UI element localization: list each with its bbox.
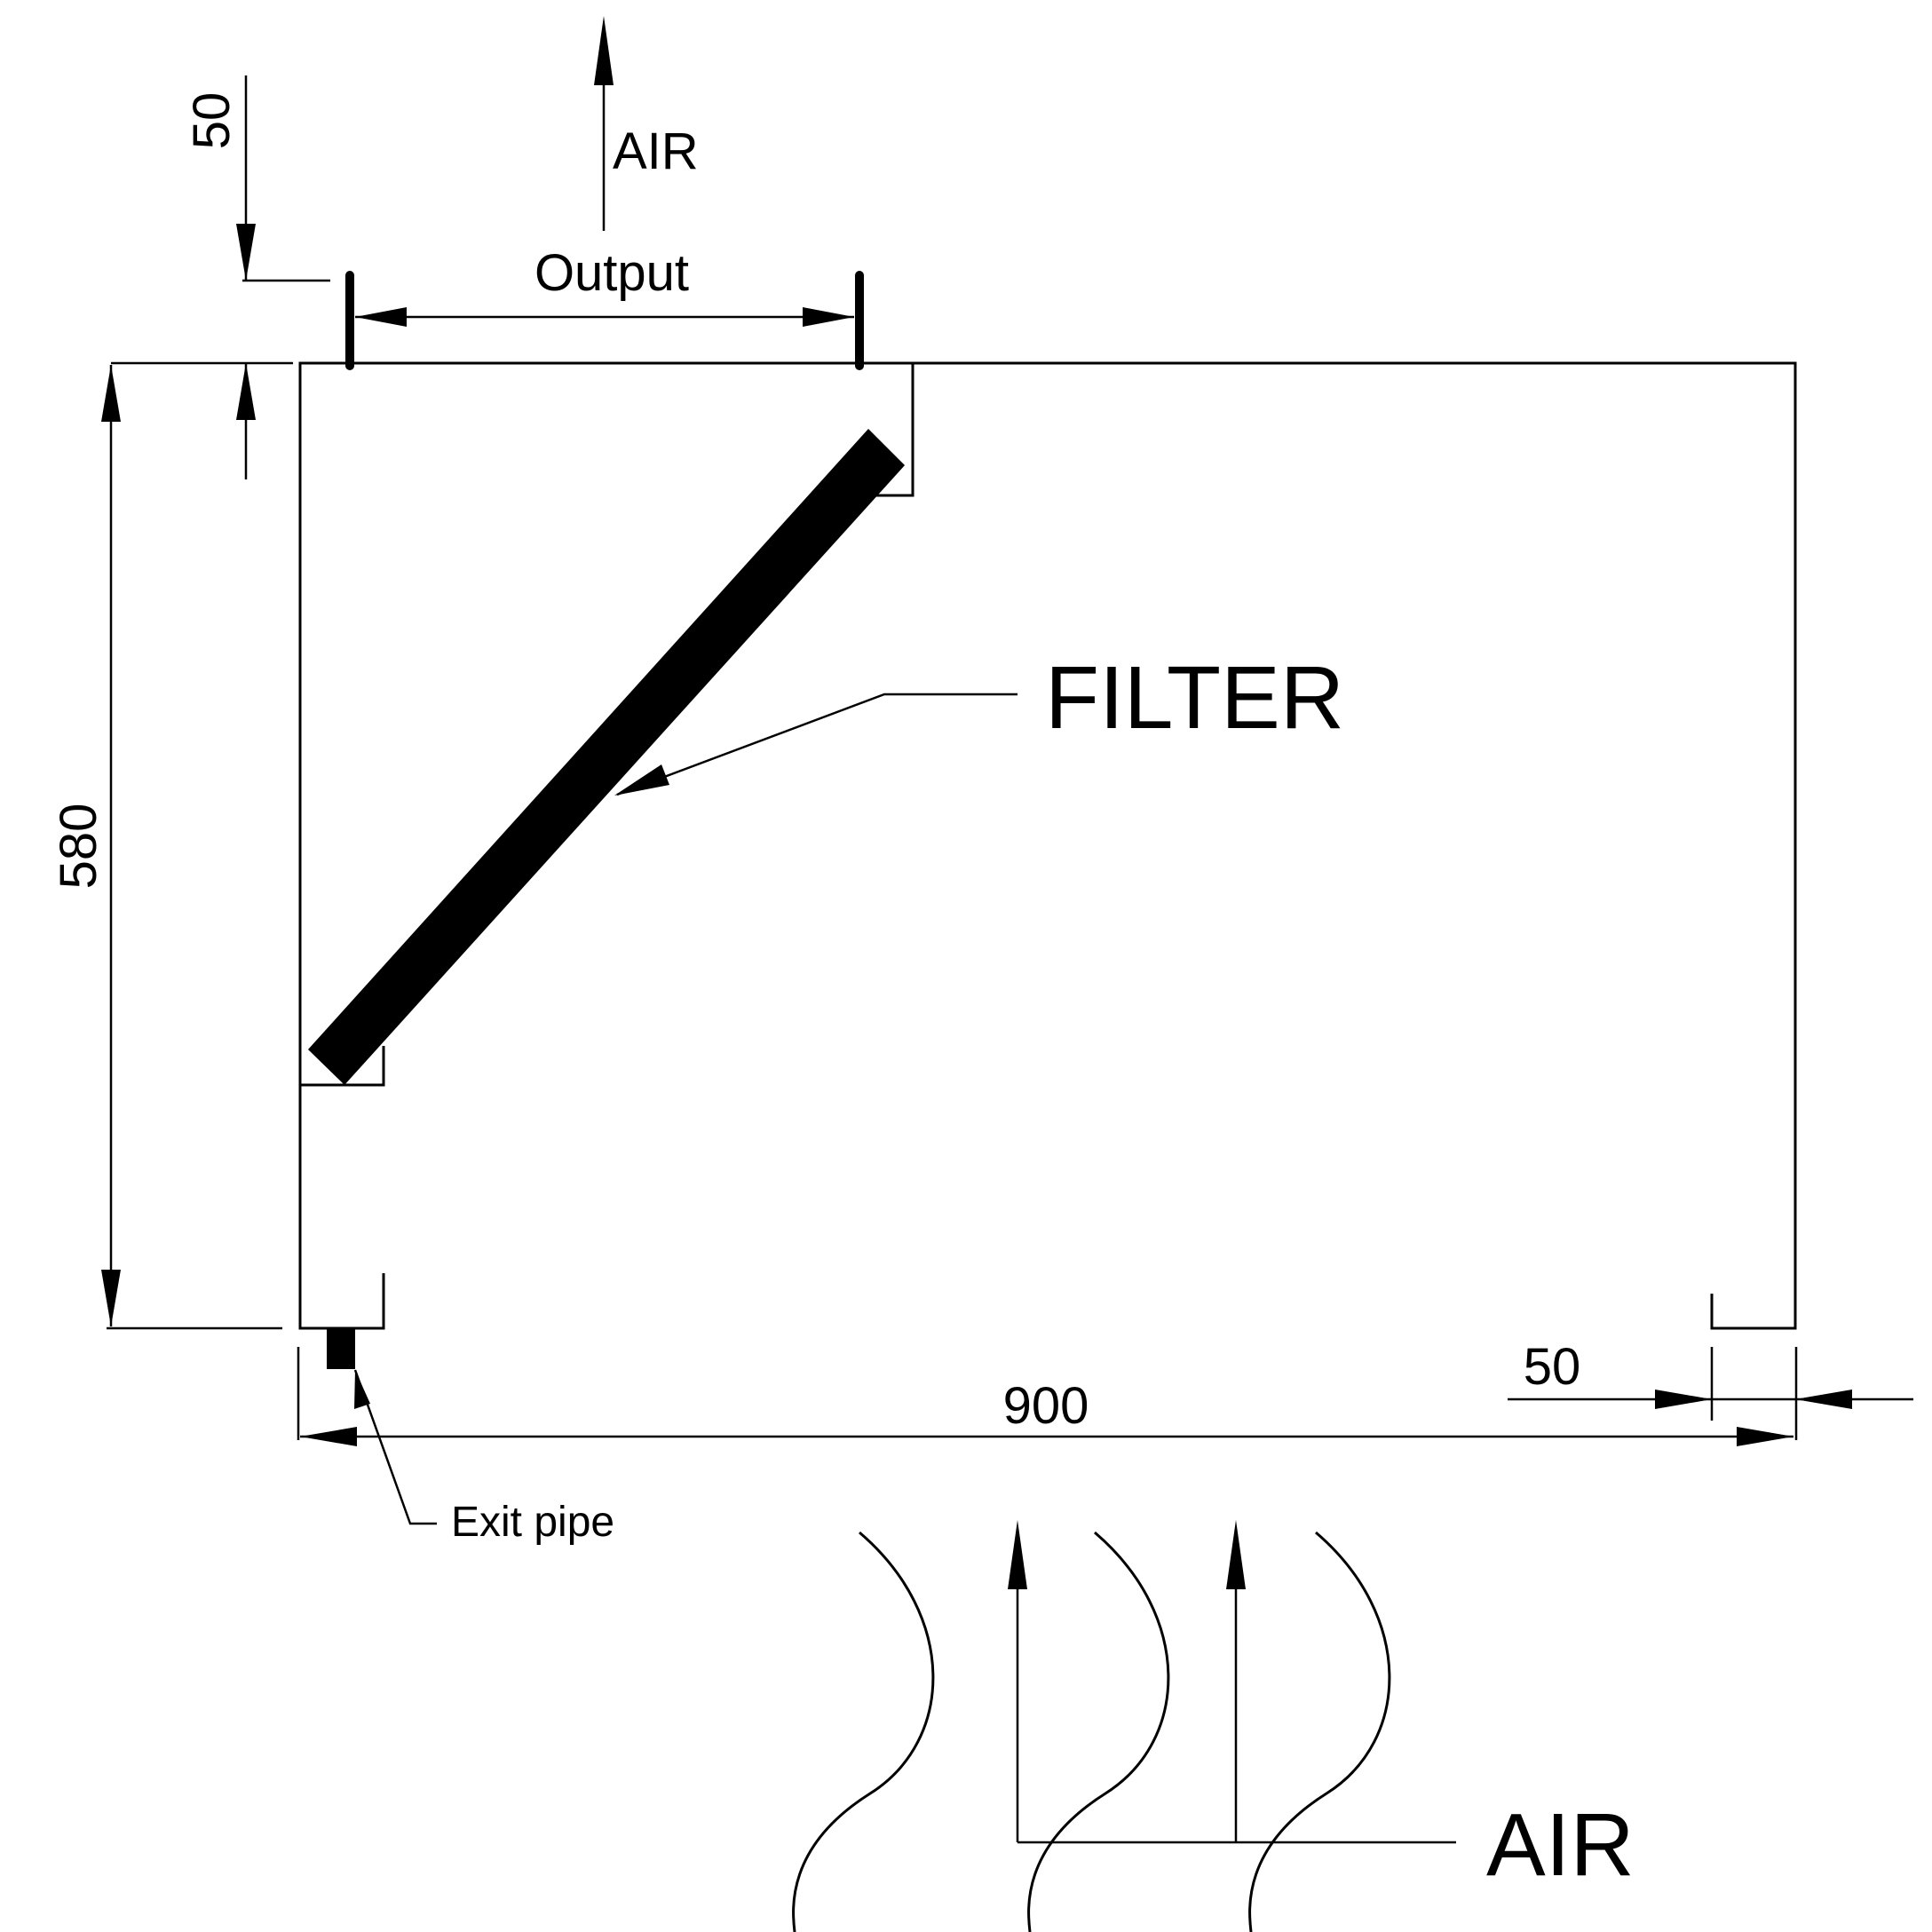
output-opening: Output (345, 244, 864, 370)
air-bottom-label: AIR (1486, 1795, 1635, 1895)
top-gap-arrow-up (236, 363, 256, 420)
filter-leader-arrowhead (614, 764, 669, 796)
output-label: Output (534, 244, 689, 302)
air-wave-3 (1248, 1531, 1391, 1932)
right-gap-value: 50 (1524, 1338, 1581, 1396)
filter-label: FILTER (1045, 648, 1344, 748)
top-gap-arrow-down (236, 224, 256, 281)
output-arrow-left (355, 307, 407, 327)
height-arrow-top (101, 365, 121, 422)
exit-pipe (327, 1328, 355, 1369)
filter-element (308, 429, 905, 1085)
filter-callout: FILTER (614, 648, 1344, 796)
exit-pipe-leader-line (353, 1369, 437, 1525)
enclosure-outline (298, 361, 1797, 1330)
lower-filter-bracket (300, 1046, 385, 1087)
width-arrow-right (1737, 1427, 1793, 1446)
air-out-arrowhead (594, 16, 614, 85)
air-out-arrow: AIR (594, 16, 699, 231)
enclosure (298, 361, 1797, 1330)
height-dimension: 580 (50, 365, 282, 1330)
upper-filter-bracket (859, 361, 915, 497)
exit-pipe-label: Exit pipe (451, 1499, 614, 1546)
top-gap-dimension: 50 (111, 75, 330, 479)
top-gap-value: 50 (183, 92, 241, 150)
right-gap-arrow-left (1655, 1390, 1712, 1409)
width-dimension: 900 (297, 1347, 1798, 1446)
air-top-label: AIR (613, 123, 699, 180)
air-wave-2 (1027, 1531, 1170, 1932)
air-in-arrow-left-head (1008, 1520, 1027, 1589)
air-in-arrow-right-head (1226, 1520, 1246, 1589)
right-gap-dimension: 50 (1508, 1338, 1913, 1421)
air-wave-1 (792, 1531, 935, 1932)
filter-leader-line (616, 693, 1017, 796)
exit-pipe-arrowhead (354, 1370, 370, 1409)
width-arrow-left (300, 1427, 357, 1446)
width-value: 900 (1003, 1377, 1089, 1435)
exit-pipe-callout: Exit pipe (327, 1328, 614, 1546)
air-in: AIR (792, 1520, 1635, 1932)
height-arrow-bottom (101, 1270, 121, 1326)
output-arrow-right (803, 307, 854, 327)
height-value: 580 (50, 804, 107, 890)
right-gap-arrow-right (1795, 1390, 1852, 1409)
